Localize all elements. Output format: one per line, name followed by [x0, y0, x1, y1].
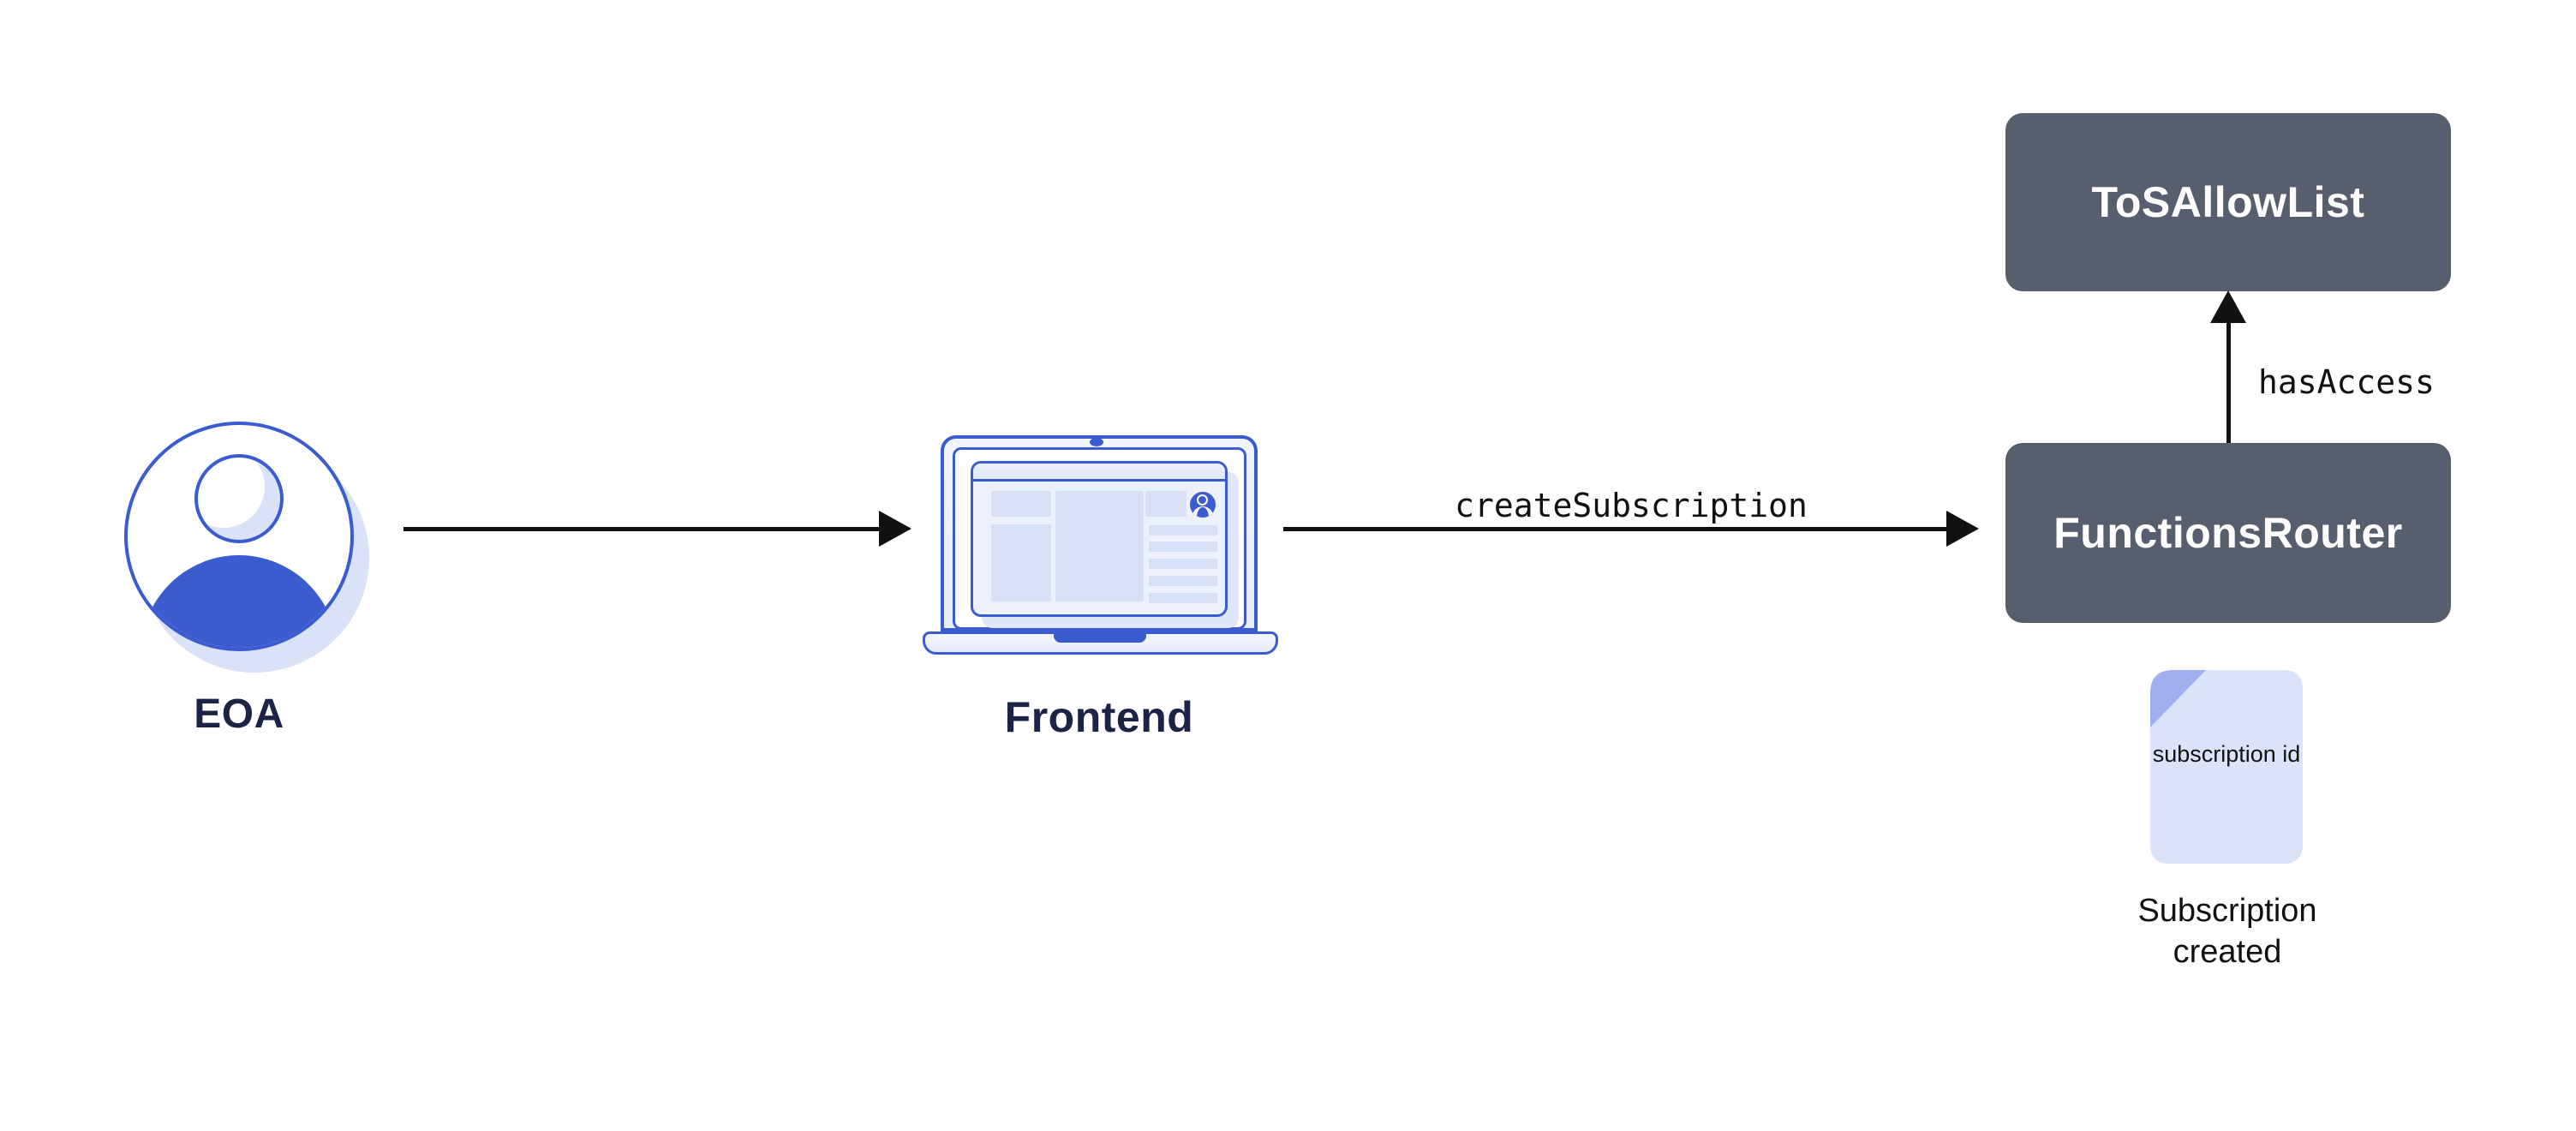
edge-label-create-subscription: createSubscription	[1455, 487, 1808, 524]
avatar-head-shape	[194, 454, 284, 543]
document-text: subscription id	[2152, 741, 2301, 767]
frontend-node-label: Frontend	[1004, 693, 1194, 741]
user-avatar-icon	[124, 422, 354, 651]
eoa-node-label: EOA	[194, 691, 284, 737]
ui-placeholder-bar	[1149, 593, 1217, 603]
arrow-frontend-to-router-line	[1283, 527, 1948, 531]
document-icon	[2150, 670, 2303, 864]
ui-placeholder-bar	[1149, 576, 1217, 586]
ui-placeholder-block	[991, 491, 1051, 517]
arrow-router-to-tos-line	[2226, 321, 2231, 444]
tos-allow-list-label: ToSAllowList	[2091, 178, 2365, 226]
node-functions-router: FunctionsRouter	[2005, 443, 2451, 623]
browser-header-bar	[973, 464, 1225, 482]
arrow-eoa-to-frontend-head	[879, 511, 911, 547]
profile-badge-icon	[1190, 492, 1216, 518]
ui-placeholder-bar	[1149, 525, 1217, 536]
arrow-router-to-tos-head	[2210, 290, 2246, 323]
edge-label-has-access: hasAccess	[2258, 363, 2435, 401]
subscription-created-caption: Subscription created	[2137, 893, 2317, 970]
laptop-webcam-icon	[1090, 438, 1103, 446]
avatar-shoulders-shape	[140, 555, 338, 648]
ui-placeholder-block	[991, 524, 1051, 601]
node-tos-allow-list: ToSAllowList	[2005, 113, 2451, 291]
ui-placeholder-bar	[1149, 542, 1217, 552]
arrow-eoa-to-frontend-line	[403, 527, 881, 531]
functions-router-label: FunctionsRouter	[2053, 509, 2403, 557]
arrow-frontend-to-router-head	[1946, 511, 1979, 547]
ui-placeholder-bar	[1149, 559, 1217, 569]
profile-badge-shoulders	[1197, 507, 1209, 518]
browser-window	[971, 461, 1228, 617]
ui-placeholder-block	[1145, 491, 1186, 517]
ui-placeholder-block	[1055, 491, 1144, 601]
laptop-base-notch	[1054, 634, 1146, 643]
profile-badge-head	[1197, 494, 1208, 506]
